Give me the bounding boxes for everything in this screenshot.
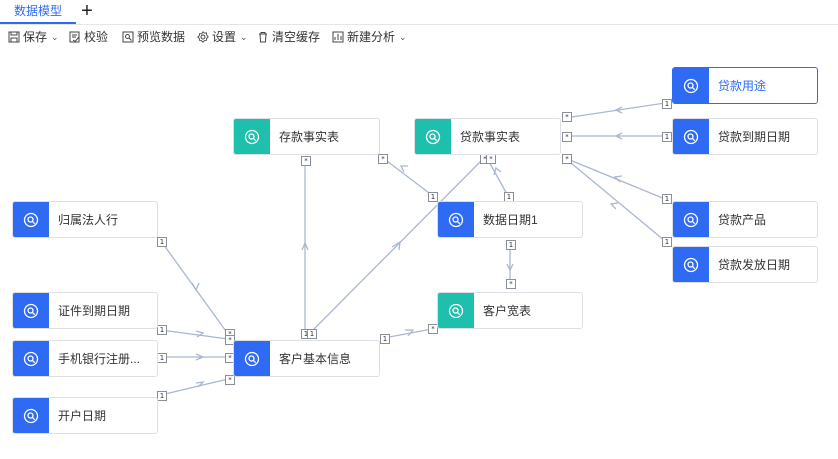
save-button[interactable]: 保存 ⌄ [8, 26, 59, 48]
save-icon [8, 31, 20, 43]
many-marker: * [301, 156, 311, 166]
node-loan-due-date[interactable]: 贷款到期日期 [672, 118, 818, 155]
many-marker: * [562, 154, 572, 164]
node-label: 数据日期1 [483, 213, 538, 227]
node-loan-fact[interactable]: 贷款事实表 [414, 118, 561, 155]
many-marker: * [486, 154, 496, 164]
clear-cache-label: 清空缓存 [272, 30, 321, 44]
table-search-icon [23, 408, 39, 423]
table-search-icon [683, 129, 699, 144]
chevron-down-icon: ⌄ [399, 32, 407, 42]
one-marker: 1 [662, 132, 672, 142]
table-search-icon [23, 351, 39, 366]
analysis-icon [332, 31, 344, 43]
node-label: 开户日期 [58, 409, 107, 423]
node-label: 贷款到期日期 [718, 130, 791, 144]
chevron-down-icon: ⌄ [240, 32, 248, 42]
many-marker: * [428, 324, 438, 334]
settings-label: 设置 [212, 30, 237, 44]
table-search-icon [23, 212, 39, 227]
many-marker: * [562, 132, 572, 142]
node-label: 贷款用途 [718, 79, 767, 93]
clear-cache-button[interactable]: 清空缓存 [257, 26, 320, 48]
one-marker: 1 [662, 194, 672, 204]
table-search-icon [683, 212, 699, 227]
validate-label: 校验 [84, 30, 109, 44]
node-loan-purpose[interactable]: 贷款用途 [672, 67, 818, 104]
node-label: 存款事实表 [279, 130, 340, 144]
edge-customer-wide[interactable] [383, 328, 433, 339]
one-marker: 1 [380, 334, 390, 344]
preview-data-button[interactable]: 预览数据 [122, 26, 185, 48]
new-analysis-label: 新建分析 [347, 30, 396, 44]
node-label: 手机银行注册... [58, 352, 141, 366]
tab-data-model[interactable]: 数据模型 [0, 0, 77, 24]
one-marker: 1 [428, 192, 438, 202]
one-marker: 1 [662, 237, 672, 247]
node-mobile-bank-reg[interactable]: 手机银行注册... [12, 340, 158, 377]
node-label: 贷款发放日期 [718, 258, 791, 272]
table-search-icon [244, 129, 260, 144]
table-search-icon [683, 78, 699, 93]
node-label: 贷款事实表 [460, 130, 521, 144]
one-marker: 1 [307, 329, 317, 339]
one-marker: 1 [157, 353, 167, 363]
edge-open-date[interactable] [160, 378, 229, 396]
node-label: 客户宽表 [483, 304, 532, 318]
one-marker: 1 [662, 99, 672, 109]
node-legal-entity[interactable]: 归属法人行 [12, 201, 158, 238]
one-marker: 1 [157, 325, 167, 335]
preview-icon [122, 31, 134, 43]
many-marker: * [506, 279, 516, 289]
table-search-icon [23, 303, 39, 318]
many-marker: * [562, 112, 572, 122]
node-loan-product[interactable]: 贷款产品 [672, 201, 818, 238]
node-customer-basic[interactable]: 客户基本信息 [233, 340, 380, 377]
node-open-date[interactable]: 开户日期 [12, 397, 158, 434]
node-label: 证件到期日期 [58, 304, 131, 318]
edge-data-date-loan[interactable] [486, 157, 509, 197]
tab-bar: 数据模型 + [0, 0, 838, 25]
table-search-icon [425, 129, 441, 144]
new-analysis-button[interactable]: 新建分析 ⌄ [332, 26, 407, 48]
validate-button[interactable]: 校验 [69, 26, 108, 48]
edge-id-expiry[interactable] [160, 329, 229, 340]
save-label: 保存 [23, 30, 48, 44]
one-marker: 1 [157, 391, 167, 401]
settings-button[interactable]: 设置 ⌄ [197, 26, 248, 48]
table-search-icon [448, 212, 464, 227]
edge-loan-issue-date[interactable] [564, 157, 666, 242]
many-marker: * [225, 375, 235, 385]
node-loan-issue-date[interactable]: 贷款发放日期 [672, 246, 818, 283]
gear-icon [197, 31, 209, 43]
table-search-icon [244, 351, 260, 366]
trash-icon [259, 32, 267, 43]
toolbar: 保存 ⌄ 校验 预览数据 设置 ⌄ 清空缓存 新建分析 ⌄ [0, 26, 838, 48]
node-id-expiry[interactable]: 证件到期日期 [12, 292, 158, 329]
chevron-down-icon: ⌄ [51, 32, 59, 42]
table-search-icon [448, 303, 464, 318]
node-deposit-fact[interactable]: 存款事实表 [233, 118, 380, 155]
node-data-date1[interactable]: 数据日期1 [437, 201, 583, 238]
edge-loan-product[interactable] [564, 157, 666, 200]
node-label: 归属法人行 [58, 213, 119, 227]
edge-customer-loan[interactable] [308, 157, 485, 335]
node-customer-wide[interactable]: 客户宽表 [437, 292, 583, 329]
node-label: 贷款产品 [718, 213, 767, 227]
preview-label: 预览数据 [137, 30, 186, 44]
add-tab-button[interactable]: + [81, 0, 93, 22]
edge-data-date-deposit[interactable] [382, 157, 434, 197]
many-marker: * [378, 154, 388, 164]
node-label: 客户基本信息 [279, 352, 352, 366]
table-search-icon [683, 257, 699, 272]
one-marker: 1 [157, 237, 167, 247]
validate-icon [69, 31, 80, 43]
edge-loan-purpose[interactable] [564, 102, 666, 119]
one-marker: 1 [506, 240, 516, 250]
